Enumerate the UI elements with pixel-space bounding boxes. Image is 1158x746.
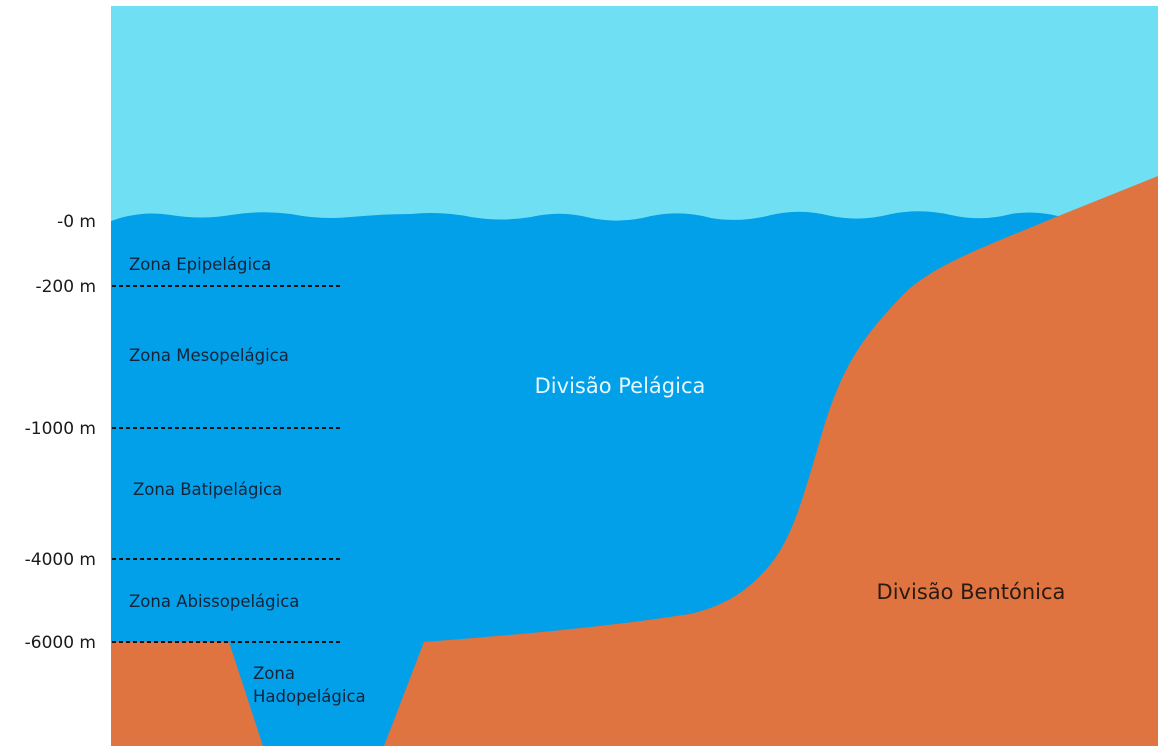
seafloor [111,176,1158,746]
depth-label: -4000 m [25,550,96,570]
zone-label: Zona Batipelágica [133,480,282,499]
pelagic-division-label: Divisão Pelágica [535,374,706,398]
depth-label: -0 m [57,212,96,232]
depth-label: -6000 m [25,633,96,653]
zone-label: Zona Epipelágica [129,255,271,274]
depth-scale: -0 m -200 m -1000 m -4000 m -6000 m [25,212,343,653]
depth-label: -1000 m [25,419,96,439]
zone-label: Zona Abissopelágica [129,592,299,611]
depth-label: -200 m [35,277,96,297]
benthic-division-label: Divisão Bentónica [877,580,1066,604]
zone-label: Zona Mesopelágica [129,346,289,365]
